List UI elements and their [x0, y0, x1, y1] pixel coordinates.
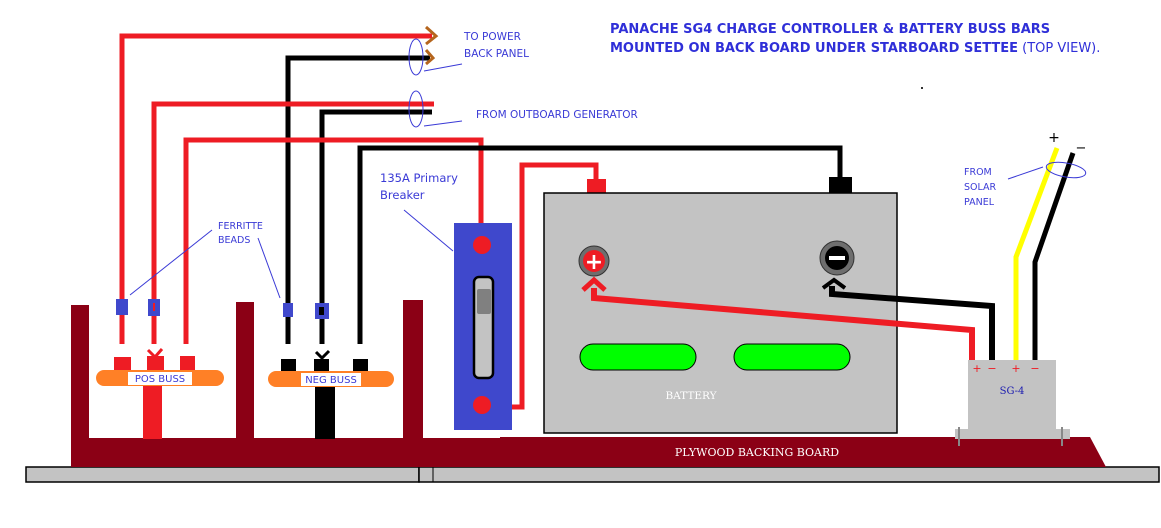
svg-text:+: +: [585, 250, 603, 275]
wire-battery-neg-to-sg4: [829, 286, 995, 360]
sg4-terminal-label: −: [1030, 362, 1039, 375]
wire-bundle-marker-generator: [408, 90, 424, 128]
wire-battery-pos-to-sg4: [591, 288, 975, 360]
sg4-mount-plate: [955, 429, 1070, 439]
wire-pos-from-generator: [151, 101, 434, 344]
wire-bundle-marker-power: [408, 38, 424, 76]
backing-board-label: PLYWOOD BACKING BOARD: [675, 446, 839, 459]
from-outboard-label: FROM OUTBOARD GENERATOR: [476, 109, 638, 121]
ferrite-label-2: BEADS: [218, 235, 250, 246]
wire-bundle-marker-solar: [1045, 161, 1087, 179]
ferrite-pointer-2: [257, 237, 281, 299]
ferrite-bead: [283, 303, 293, 317]
floor-strip-right: [418, 466, 1160, 483]
minus-icon: [829, 256, 845, 260]
to-power-label-2: BACK PANEL: [464, 48, 529, 60]
wire-pos-to-power-panel: [119, 33, 432, 344]
solar-label-2: SOLAR: [964, 182, 997, 193]
battery-case: [543, 192, 898, 434]
board-wall-left: [71, 305, 89, 467]
ferrite-pointer-1: [129, 229, 213, 296]
breaker-terminal-top: [473, 236, 491, 254]
wire-neg-buss-to-battery: [357, 145, 843, 344]
breaker-pointer: [403, 209, 454, 252]
pos-buss-label: POS BUSS: [135, 374, 185, 385]
stray-dot: [921, 87, 923, 89]
solar-label-1: FROM: [964, 167, 992, 178]
sg4-terminal-label: −: [987, 362, 996, 375]
neg-buss-post: [315, 386, 335, 439]
wire-neg-to-power-panel: [285, 55, 430, 344]
board-wall-mid: [236, 302, 254, 467]
to-power-label-1: TO POWER: [463, 31, 521, 43]
solar-label-3: PANEL: [964, 197, 995, 208]
battery-indicator-right: [733, 343, 851, 371]
sg4-controller: [968, 360, 1056, 430]
sg4-terminal-label: +: [972, 362, 981, 375]
sg4-label: SG-4: [1000, 386, 1025, 397]
battery-terminal-neg-top: [829, 177, 852, 193]
wire-solar-negative: [1032, 152, 1076, 360]
pos-buss-post: [143, 385, 162, 439]
solar-plus-label: +: [1048, 130, 1060, 146]
battery-terminal-pos-top: [587, 179, 606, 193]
floor-strip-left: [25, 466, 420, 483]
breaker-label-1: 135A Primary: [380, 171, 458, 185]
wire-neg-from-generator: [319, 109, 432, 344]
breaker-label-2: Breaker: [380, 188, 425, 202]
breaker-terminal-bottom: [473, 396, 491, 414]
plywood-backing-board: [71, 437, 1106, 467]
diagram-title-line1: PANACHE SG4 CHARGE CONTROLLER & BATTERY …: [610, 22, 1050, 37]
arrow-to-panel-neg: [424, 49, 436, 66]
neg-buss-label: NEG BUSS: [305, 375, 357, 386]
wire-pos-buss-to-breaker: [183, 137, 484, 344]
ferrite-bead: [116, 299, 128, 315]
wire-solar-positive: [1013, 147, 1060, 360]
arrow-to-panel-pos: [424, 25, 439, 46]
battery-indicator-left: [579, 343, 697, 371]
diagram-title-line2: MOUNTED ON BACK BOARD UNDER STARBOARD SE…: [610, 41, 1100, 56]
ferrite-label-1: FERRITTE: [218, 221, 263, 232]
battery-label: BATTERY: [665, 390, 717, 402]
board-wall-right: [403, 300, 423, 467]
solar-minus-label: −: [1076, 141, 1087, 156]
sg4-terminal-label: +: [1011, 362, 1020, 375]
